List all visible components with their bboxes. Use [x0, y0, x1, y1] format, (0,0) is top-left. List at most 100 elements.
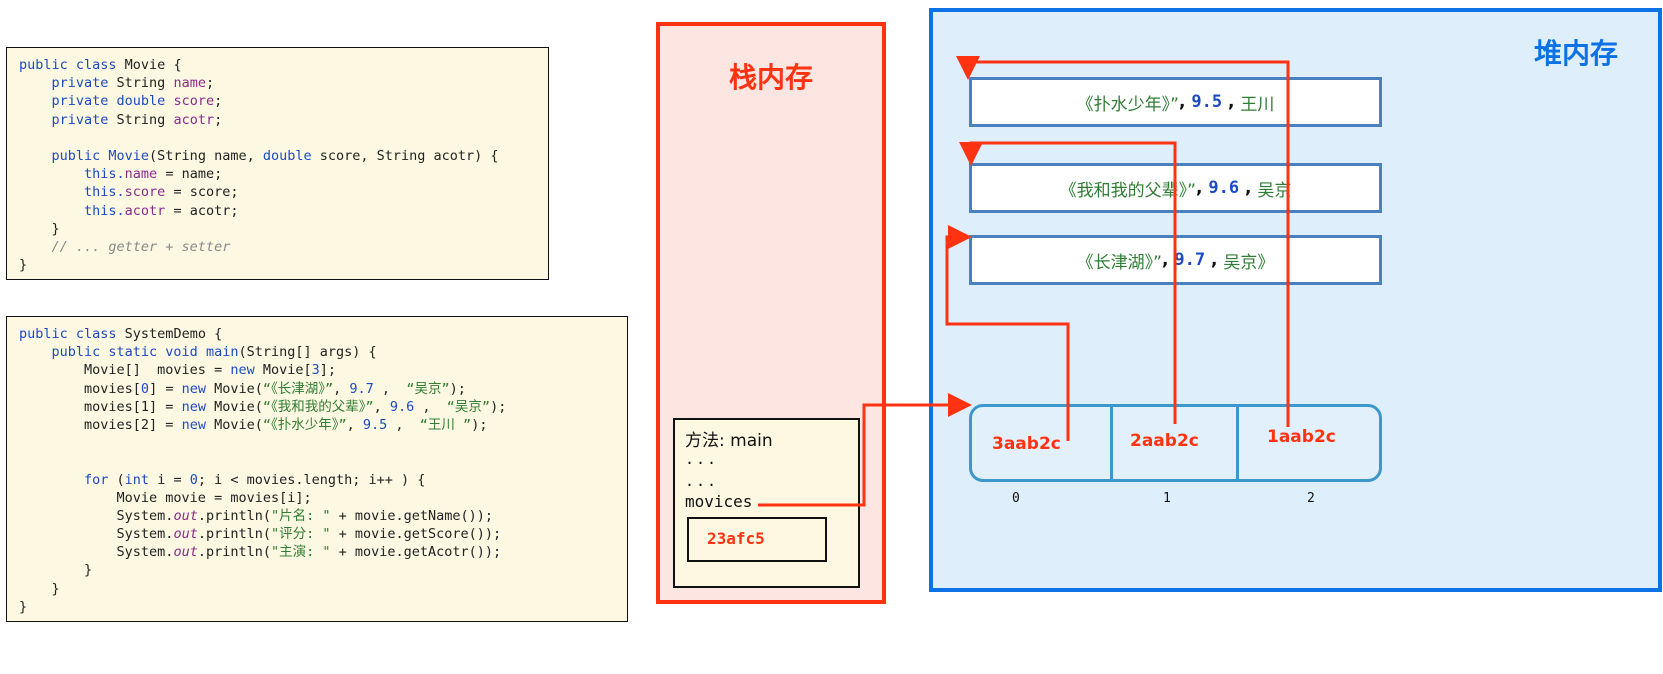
- movie-array: 3aab2c 2aab2c 1aab2c: [969, 404, 1382, 482]
- movie-object-box: 《长津湖》” , 9.7 , 吴京》: [969, 235, 1382, 285]
- array-cell-address: 1aab2c: [1267, 427, 1336, 447]
- code-token: 9.6: [389, 398, 415, 415]
- code-token: ;: [205, 75, 215, 92]
- array-index: 2: [1307, 491, 1315, 506]
- code-line: public class Movie {: [19, 56, 536, 74]
- movie-actor: 吴京: [1257, 180, 1292, 201]
- code-token: ;: [214, 111, 223, 128]
- code-line: movies[2] = new Movie(“《扑水少年》”, 9.5 , “王…: [19, 416, 615, 434]
- main-method-frame: 方法: main ... ... movices 23afc5: [673, 418, 860, 588]
- movie-actor: 王川: [1240, 94, 1275, 115]
- code-token: }: [19, 220, 60, 237]
- code-token: + movie.getName());: [330, 507, 494, 524]
- code-token: Movie[] movies =: [19, 362, 231, 379]
- separator: ,: [1178, 92, 1192, 112]
- heap-memory-title: 堆内存: [1533, 37, 1618, 70]
- code-token: ,: [373, 380, 407, 397]
- frame-ellipsis: ...: [685, 472, 719, 490]
- code-token: );: [471, 416, 488, 433]
- code-line: this.acotr = acotr;: [19, 202, 536, 220]
- code-token: "评分: ": [270, 526, 331, 543]
- code-line: for (int i = 0; i < movies.length; i++ )…: [19, 471, 615, 489]
- code-token: this.: [19, 184, 125, 201]
- code-token: ; i < movies.length; i++ ) {: [197, 471, 426, 488]
- code-line: System.out.println("主演: " + movie.getAco…: [19, 543, 615, 561]
- code-token: System.: [19, 507, 174, 524]
- movie-class-code: public class Movie { private String name…: [6, 47, 549, 280]
- code-token: “《我和我的父辈》”: [262, 398, 374, 415]
- frame-ellipsis: ...: [685, 450, 719, 468]
- code-token: 9.7: [349, 380, 374, 397]
- code-token: // ... getter + setter: [19, 238, 231, 255]
- code-token: .println(: [197, 507, 271, 524]
- code-token: System.: [19, 526, 174, 543]
- separator: ,: [1161, 250, 1175, 270]
- code-token: “吴京”: [446, 398, 491, 415]
- code-token: (String name,: [149, 147, 263, 164]
- code-line: movies[0] = new Movie(“《长津湖》”, 9.7 , “吴京…: [19, 380, 615, 398]
- array-index: 0: [1012, 491, 1020, 506]
- code-token: main: [205, 344, 239, 361]
- code-token: }: [19, 580, 60, 597]
- separator: ,: [1195, 178, 1209, 198]
- code-token: new: [181, 380, 206, 397]
- code-token: .println(: [197, 544, 271, 561]
- code-token: SystemDemo {: [124, 326, 223, 342]
- movie-score: 9.7: [1174, 250, 1206, 270]
- code-token: 9.5: [362, 416, 388, 433]
- variable-address: 23afc5: [707, 529, 765, 548]
- code-token: .println(: [197, 526, 271, 543]
- code-token: score, String acotr) {: [311, 147, 499, 164]
- code-token: 0: [189, 471, 198, 488]
- code-line: public static void main(String[] args) {: [19, 343, 615, 361]
- code-line: }: [19, 580, 615, 598]
- code-token: score: [173, 93, 215, 110]
- array-cell-divider: [1236, 407, 1239, 479]
- code-token: this.: [19, 202, 125, 219]
- code-token: out: [173, 544, 198, 561]
- code-token: movies[1] =: [19, 398, 182, 415]
- code-token: Movie[: [254, 362, 312, 379]
- code-token: for: [19, 471, 109, 488]
- code-token: out: [173, 507, 198, 524]
- separator: ,: [1205, 250, 1224, 270]
- code-token: ;: [214, 93, 223, 110]
- code-token: ,: [387, 416, 420, 433]
- code-token: acotr: [173, 111, 215, 128]
- code-token: (: [108, 471, 125, 488]
- code-line: Movie movie = movies[i];: [19, 489, 615, 507]
- code-line: }: [19, 598, 615, 616]
- code-line: System.out.println("评分: " + movie.getSco…: [19, 525, 615, 543]
- code-line: movies[1] = new Movie(“《我和我的父辈》”, 9.6 , …: [19, 398, 615, 416]
- code-token: String: [116, 111, 174, 128]
- code-token: = score;: [165, 184, 239, 201]
- frame-variable-name: movices: [685, 492, 753, 511]
- code-token: Movie {: [124, 57, 182, 73]
- code-token: “《扑水少年》”: [262, 416, 347, 433]
- code-token: this.: [19, 166, 125, 183]
- movie-name: 《扑水少年》”: [1076, 94, 1179, 115]
- code-token: 0: [140, 380, 150, 397]
- code-token: = name;: [157, 166, 223, 183]
- stack-memory-title: 栈内存: [728, 61, 813, 94]
- code-token: i =: [149, 471, 190, 488]
- code-token: private double: [19, 93, 174, 110]
- code-line: [19, 434, 615, 452]
- code-token: movies[: [19, 380, 141, 397]
- code-line: public Movie(String name, double score, …: [19, 147, 536, 165]
- separator: ,: [1239, 178, 1258, 198]
- movie-score: 9.6: [1208, 178, 1240, 198]
- code-line: private String acotr;: [19, 111, 536, 129]
- code-token: Movie(: [205, 380, 263, 397]
- code-token: double: [262, 147, 312, 164]
- separator: ,: [1222, 92, 1241, 112]
- code-token: private: [19, 75, 117, 92]
- code-token: "片名: ": [270, 507, 331, 524]
- code-token: score: [124, 184, 166, 201]
- code-line: public class SystemDemo {: [19, 325, 615, 343]
- code-token: Movie: [108, 147, 150, 164]
- code-token: movies[2] =: [19, 416, 182, 433]
- code-line: this.score = score;: [19, 183, 536, 201]
- code-token: public class: [19, 57, 125, 73]
- movie-actor: 吴京》: [1223, 252, 1275, 273]
